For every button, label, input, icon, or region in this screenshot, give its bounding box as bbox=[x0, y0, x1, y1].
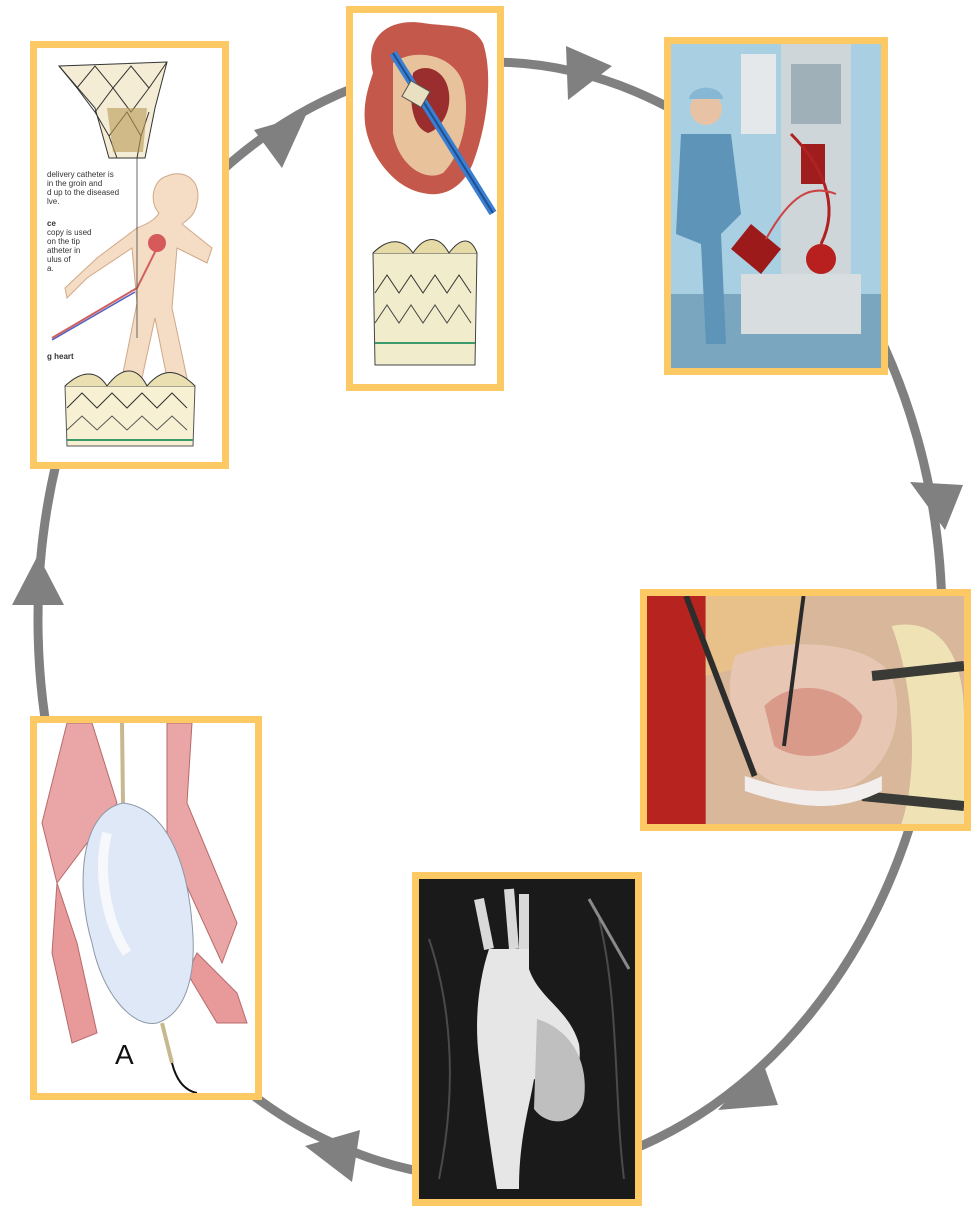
cycle-arrow-lower-right bbox=[718, 1060, 778, 1110]
caption-line: g heart bbox=[47, 352, 74, 361]
caption-line: copy is used bbox=[47, 228, 91, 237]
caption-line: ce bbox=[47, 219, 56, 228]
heart-catheter-drawing bbox=[353, 13, 497, 384]
panel-heart-catheter-valve bbox=[346, 6, 504, 391]
caption-line: on the tip bbox=[47, 237, 80, 246]
aorta-angiogram-image bbox=[419, 879, 635, 1199]
panel-open-surgery-photo bbox=[640, 589, 971, 831]
caption-line: d up to the diseased bbox=[47, 188, 119, 197]
cycle-arrow-top bbox=[566, 46, 612, 100]
panel-heart-lung-machine-photo bbox=[664, 37, 888, 375]
panel-aorta-angiogram bbox=[412, 872, 642, 1206]
caption-line: delivery catheter is bbox=[47, 170, 114, 179]
balloon-catheter-drawing bbox=[37, 723, 255, 1093]
panel-balloon-catheter-illustration: A bbox=[30, 716, 262, 1100]
caption-line: atheter in bbox=[47, 246, 80, 255]
caption-line: in the groin and bbox=[47, 179, 102, 188]
cycle-arrow-left bbox=[12, 555, 64, 605]
caption-line: ulus of bbox=[47, 255, 71, 264]
open-surgery-image bbox=[647, 596, 964, 824]
heart-lung-machine-image bbox=[671, 44, 881, 368]
figure-label: A bbox=[115, 1039, 134, 1071]
caption-line: a. bbox=[47, 264, 54, 273]
caption-line: lve. bbox=[47, 197, 59, 206]
panel-stent-valve-diagram: delivery catheter is in the groin and d … bbox=[30, 41, 229, 469]
